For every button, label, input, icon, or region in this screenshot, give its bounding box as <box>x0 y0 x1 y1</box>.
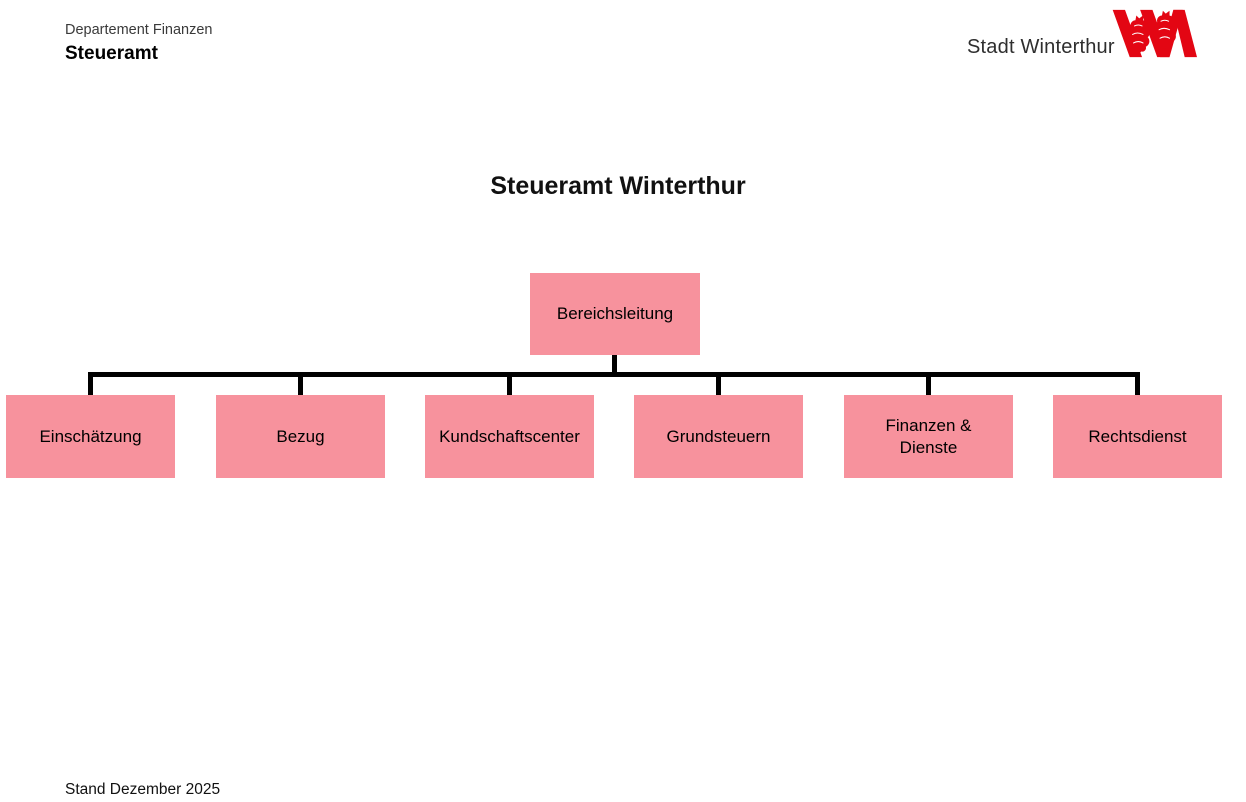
box-einschaetzung-label: Einschätzung <box>39 426 142 446</box>
department-label: Departement Finanzen <box>65 22 213 38</box>
box-kundschaftscenter-label: Kundschaftscenter <box>439 426 580 446</box>
box-kundschaftscenter: Kundschaftscenter <box>425 395 594 478</box>
box-bezug-label: Bezug <box>276 426 325 446</box>
box-einschaetzung: Einschätzung <box>6 395 175 478</box>
box-grundsteuern-label: Grundsteuern <box>666 426 771 446</box>
box-finanzen-dienste-label: Finanzen & Dienste <box>885 416 972 457</box>
logo-text: Stadt Winterthur <box>967 36 1115 58</box>
office-label: Steueramt <box>65 43 158 64</box>
page-title: Steueramt Winterthur <box>490 172 746 200</box>
connector-drop-grundsteuern <box>716 375 721 395</box>
connector-root-stem <box>612 354 617 372</box>
box-finanzen-dienste: Finanzen & Dienste <box>844 395 1013 478</box>
box-bezug: Bezug <box>216 395 385 478</box>
connector-drop-einschaetzung <box>88 375 93 395</box>
box-grundsteuern: Grundsteuern <box>634 395 803 478</box>
connector-drop-finanzen-dienste <box>926 375 931 395</box>
connector-drop-kundschaftscenter <box>507 375 512 395</box>
connector-drop-rechtsdienst <box>1135 375 1140 395</box>
connector-horizontal <box>88 372 1140 377</box>
box-rechtsdienst: Rechtsdienst <box>1053 395 1222 478</box>
box-bereichsleitung-label: Bereichsleitung <box>556 304 674 324</box>
connector-drop-bezug <box>298 375 303 395</box>
winterthur-w-icon <box>1112 9 1197 58</box>
footer-status-date: Stand Dezember 2025 <box>65 781 221 798</box>
box-rechtsdienst-label: Rechtsdienst <box>1088 426 1187 446</box>
box-bereichsleitung: Bereichsleitung <box>530 273 700 355</box>
